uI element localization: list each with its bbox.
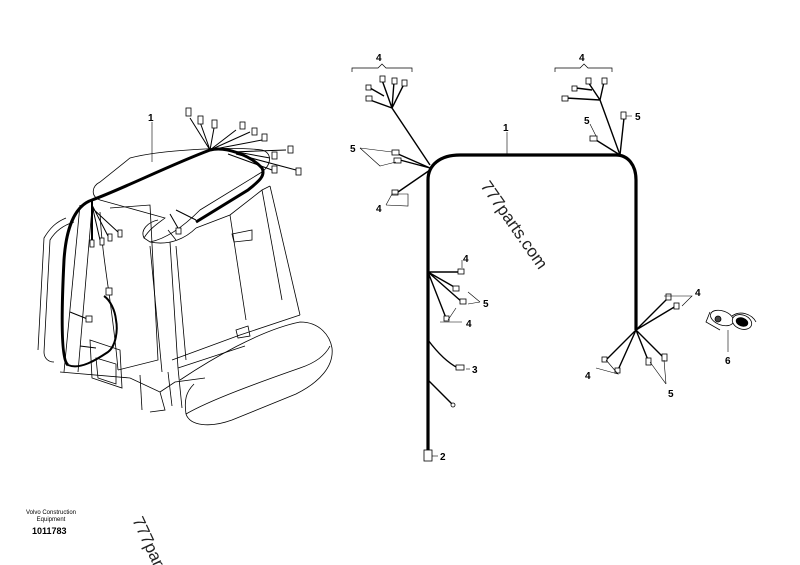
main-harness xyxy=(369,79,677,450)
document-number: 1011783 xyxy=(32,526,67,536)
callout-group-left-top: 4 xyxy=(376,53,382,64)
callout-top-5a: 5 xyxy=(584,116,590,127)
power-socket-illustration xyxy=(705,309,757,331)
callout-mid-5: 5 xyxy=(483,299,489,310)
cab-harness-connectors xyxy=(85,107,302,323)
callout-harness-main: 1 xyxy=(503,123,509,134)
watermark-bottom: 777parts xyxy=(128,514,173,565)
company-caption: Volvo Construction Equipment xyxy=(14,510,88,524)
main-harness-connectors xyxy=(365,75,680,462)
leader-lines xyxy=(359,115,729,457)
group-brackets xyxy=(351,63,613,72)
callout-top-5b: 5 xyxy=(635,112,641,123)
callout-socket-6: 6 xyxy=(725,356,731,367)
callout-cab-harness: 1 xyxy=(148,113,154,124)
callout-left-5: 5 xyxy=(350,144,356,155)
cab-harness xyxy=(60,117,297,368)
callout-mid-4b: 4 xyxy=(466,319,472,330)
watermark-center: 777parts.com xyxy=(477,177,552,272)
callout-conn-3: 3 xyxy=(472,365,478,376)
callout-mid-4a: 4 xyxy=(463,254,469,265)
callout-right-4a: 4 xyxy=(695,288,701,299)
company-line-2: Equipment xyxy=(36,517,66,523)
company-line-1: Volvo Construction xyxy=(25,510,77,516)
callout-conn-2: 2 xyxy=(440,452,446,463)
callout-right-4b: 4 xyxy=(585,371,591,382)
cab-illustration xyxy=(37,148,333,426)
callout-group-right-top: 4 xyxy=(579,53,585,64)
callout-right-5: 5 xyxy=(668,389,674,400)
callout-left-4: 4 xyxy=(376,204,382,215)
